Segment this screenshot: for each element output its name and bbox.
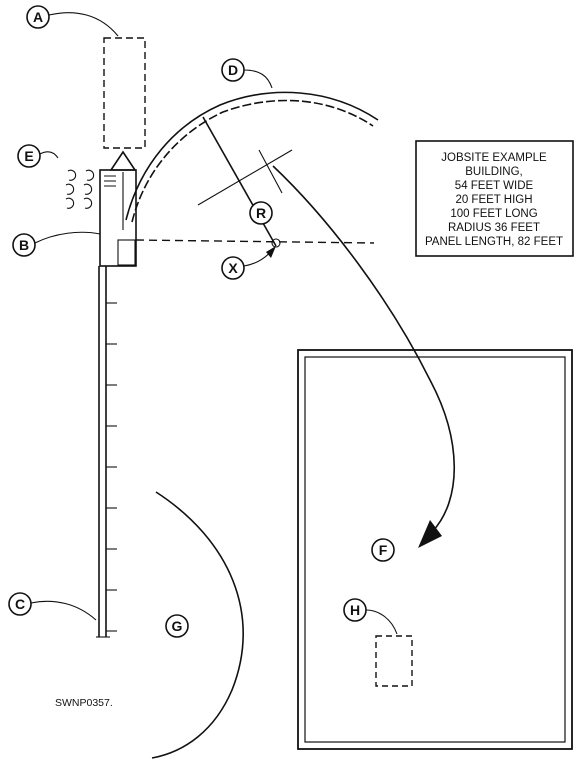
coil-icon [65, 183, 75, 195]
info-line-7: PANEL LENGTH, 82 FEET [425, 236, 563, 248]
jobsite-info-box: JOBSITE EXAMPLE BUILDING, 54 FEET WIDE 2… [415, 140, 574, 257]
callout-d: D [221, 58, 273, 89]
info-line-3: 54 FEET WIDE [455, 180, 534, 192]
center-point-x [271, 238, 281, 248]
callout-e-label: E [24, 148, 33, 164]
callout-f: F [371, 538, 395, 562]
callout-b-leader [34, 231, 101, 244]
callout-x-label: X [228, 260, 238, 276]
callout-b-circle [12, 233, 36, 257]
callout-x-arrowhead [266, 246, 276, 258]
machine-runout [117, 239, 136, 266]
flow-arrow-to-building [272, 165, 456, 533]
callout-c-leader [30, 600, 97, 621]
callout-r-label: R [256, 205, 266, 221]
radius-line [202, 116, 277, 247]
coil-icon [67, 169, 77, 181]
callout-b-label: B [19, 237, 29, 253]
callout-a-label: A [33, 9, 43, 25]
material-coils-e [65, 169, 95, 209]
info-line-5: 100 FEET LONG [450, 208, 537, 220]
coil-icon [85, 169, 95, 181]
callout-b: B [12, 231, 101, 257]
curved-panel-d [125, 91, 379, 223]
callout-a-leader [48, 12, 119, 37]
callout-g: G [165, 614, 189, 638]
dashed-center-line [135, 239, 375, 244]
callout-a: A [26, 5, 119, 37]
table-ticks [106, 302, 117, 632]
callout-h: H [343, 598, 398, 635]
building-outer-wall [297, 349, 573, 750]
callout-r: R [249, 201, 273, 225]
callout-x-circle [221, 256, 245, 280]
callout-x: X [221, 246, 276, 280]
panel-inner-edge [131, 99, 374, 223]
callout-e-circle [17, 144, 41, 168]
callout-h-leader [365, 609, 398, 635]
callout-d-label: D [228, 62, 238, 78]
callout-c-circle [8, 592, 32, 616]
crosshair-line-1 [197, 149, 293, 206]
callout-h-label: H [350, 602, 360, 618]
callout-e-leader [39, 151, 59, 159]
info-line-1: JOBSITE EXAMPLE [441, 152, 547, 164]
callout-c: C [8, 592, 97, 621]
info-line-6: RADIUS 36 FEET [448, 222, 540, 234]
machine-nose [109, 150, 137, 171]
callout-f-label: F [379, 542, 388, 558]
callout-g-label: G [172, 618, 183, 634]
coil-icon [83, 183, 93, 195]
machine-rollers [104, 175, 116, 187]
info-box-frame [415, 140, 574, 257]
building-inner-wall [304, 356, 566, 743]
callout-c-label: C [15, 596, 25, 612]
panel-forming-machine-b [99, 150, 137, 267]
crosshair-line-2 [258, 149, 283, 194]
coil-icon [65, 197, 75, 209]
figure-code: SWNP0357. [55, 697, 113, 709]
callout-r-circle [249, 201, 273, 225]
machine-body [99, 169, 137, 267]
info-line-4: 20 FEET HIGH [455, 194, 532, 206]
dashed-storage-area-a [103, 37, 146, 149]
callout-e: E [17, 144, 59, 168]
building-f [297, 349, 573, 750]
runout-table-c [96, 266, 117, 638]
callout-f-circle [371, 538, 395, 562]
dashed-storage-area-h [375, 635, 413, 687]
callout-a-circle [26, 5, 50, 29]
panel-outer-edge [125, 91, 379, 221]
coil-icon [83, 197, 93, 209]
flow-arrowhead [418, 520, 442, 548]
info-line-2: BUILDING, [465, 166, 523, 178]
swing-arc-g [151, 491, 244, 759]
callout-d-leader [243, 69, 273, 89]
callout-g-circle [165, 614, 189, 638]
